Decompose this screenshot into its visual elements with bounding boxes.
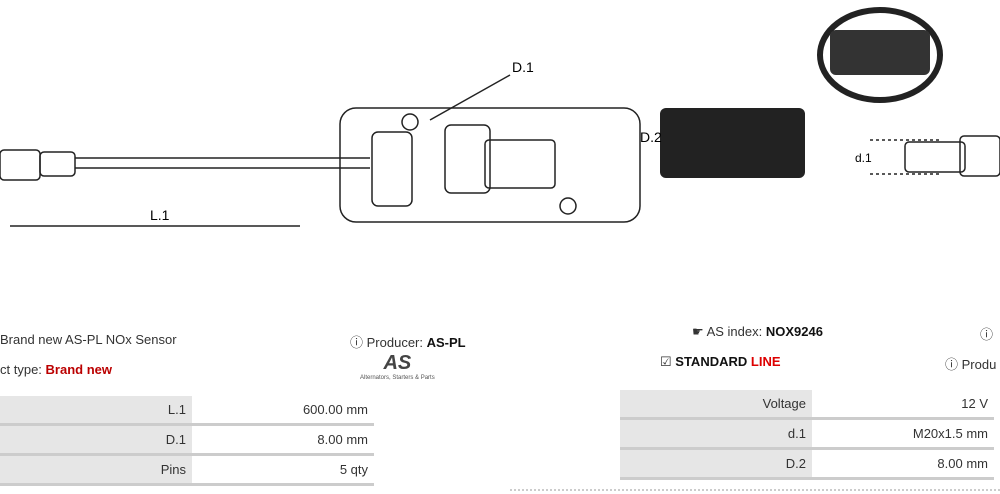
label-d2: D.2 (640, 129, 662, 145)
sensor-housing (339, 107, 641, 223)
product-type: ct type: Brand new (0, 362, 113, 377)
producer-left: ⓘ Producer: AS-PL (350, 335, 466, 350)
sensor-module (660, 108, 805, 178)
standard-line: ☑ STANDARD LINE (660, 354, 781, 369)
producer-right: ⓘ Produ (945, 357, 997, 372)
divider (510, 489, 1000, 491)
product-title: Brand new AS-PL NOx Sensor (0, 332, 177, 347)
label-d1-small: d.1 (855, 151, 872, 165)
technical-drawing: D.1 D.2 L.1 d.1 (0, 7, 1000, 227)
connector-left (0, 149, 41, 181)
label-l1: L.1 (150, 207, 170, 223)
label-d1: D.1 (512, 59, 534, 75)
info-icon: ⓘ (980, 327, 994, 342)
as-index: ☛ AS index: NOX9246 (692, 324, 823, 339)
